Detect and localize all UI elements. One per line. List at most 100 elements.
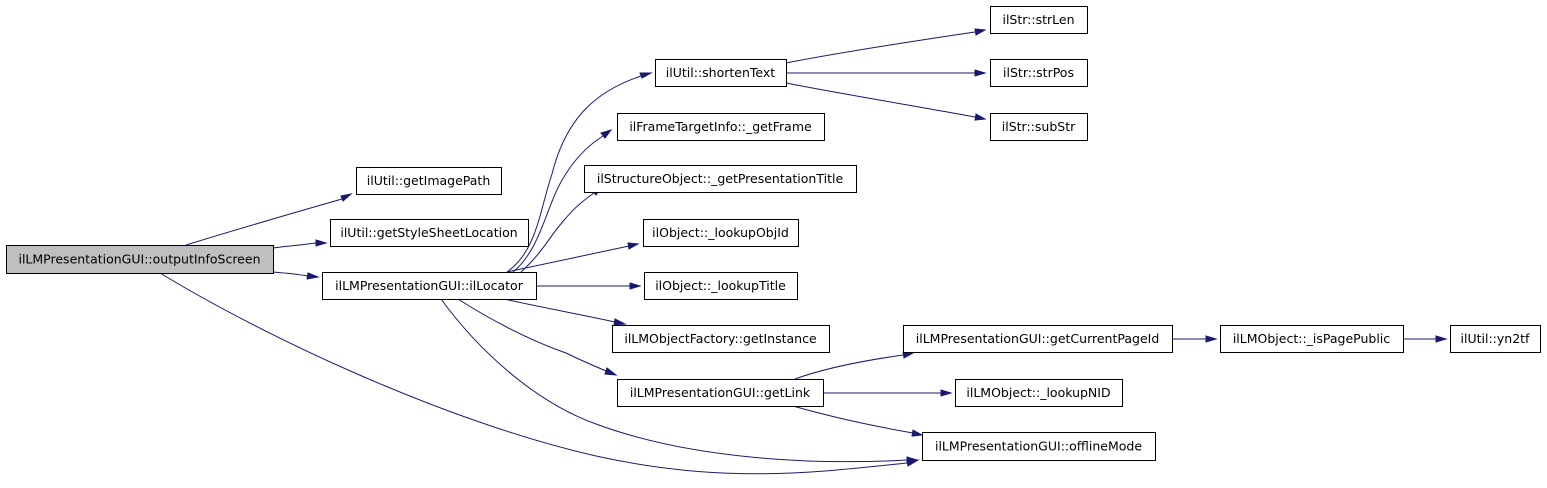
node-box[interactable]	[990, 113, 1088, 141]
node-label: ilLMPresentationGUI::getCurrentPageId	[916, 331, 1160, 346]
node-label: ilLMPresentationGUI::outputInfoScreen	[18, 252, 260, 267]
node-box[interactable]	[922, 432, 1156, 461]
edge-line	[785, 31, 976, 64]
node-box[interactable]	[356, 167, 502, 195]
node-label: ilUtil::getImagePath	[367, 173, 491, 188]
edge-line	[520, 192, 595, 273]
node-label: ilStructureObject::_getPresentationTitle	[597, 171, 844, 186]
node-getPresentationTitle[interactable]: ilStructureObject::_getPresentationTitle	[584, 165, 857, 193]
arrowhead-icon	[627, 242, 640, 250]
node-box[interactable]	[322, 272, 537, 300]
node-offlineMode[interactable]: ilLMPresentationGUI::offlineMode	[922, 432, 1156, 461]
node-label: ilStr::strPos	[1003, 65, 1074, 80]
arrowhead-icon	[974, 69, 987, 77]
node-label: ilStr::subStr	[1002, 119, 1076, 134]
arrowhead-icon	[911, 429, 924, 437]
node-box[interactable]	[612, 325, 830, 353]
node-lookupObjId[interactable]: ilObject::_lookupObjId	[643, 219, 799, 247]
node-lookupTitle[interactable]: ilObject::_lookupTitle	[644, 272, 798, 300]
node-getFrame[interactable]: ilFrameTargetInfo::_getFrame	[617, 113, 825, 141]
node-box[interactable]	[990, 59, 1088, 87]
node-box[interactable]	[330, 219, 529, 247]
node-yn2tf[interactable]: ilUtil::yn2tf	[1450, 325, 1541, 353]
node-getImagePath[interactable]: ilUtil::getImagePath	[356, 167, 502, 195]
arrowhead-icon	[1205, 335, 1218, 343]
edge-outputInfoScreen-to-ilLocator	[272, 271, 320, 280]
edge-line	[794, 354, 904, 380]
edge-ilLocator-to-lookupTitle	[535, 282, 642, 290]
edge-outputInfoScreen-to-offlineMode	[159, 272, 920, 475]
node-getInstance[interactable]: ilLMObjectFactory::getInstance	[612, 325, 830, 353]
edge-getLink-to-getCurrentPageId	[794, 351, 915, 380]
node-box[interactable]	[643, 219, 799, 247]
node-getStyleSheetLocation[interactable]: ilUtil::getStyleSheetLocation	[330, 219, 529, 247]
nodes-layer: ilLMPresentationGUI::outputInfoScreenilU…	[6, 6, 1541, 461]
node-label: ilLMObject::_lookupNID	[966, 385, 1110, 400]
node-label: ilStr::strLen	[1002, 12, 1074, 27]
node-label: ilObject::_lookupObjId	[652, 225, 789, 240]
node-strPos[interactable]: ilStr::strPos	[990, 59, 1088, 87]
node-outputInfoScreen[interactable]: ilLMPresentationGUI::outputInfoScreen	[6, 245, 274, 274]
arrowhead-icon	[1435, 335, 1448, 343]
edge-shortenText-to-subStr	[785, 82, 987, 121]
edge-ilLocator-to-lookupObjId	[506, 242, 640, 273]
node-label: ilFrameTargetInfo::_getFrame	[629, 119, 812, 134]
arrowhead-icon	[639, 72, 653, 79]
edges-layer	[159, 28, 1448, 475]
edge-ilLocator-to-getInstance	[503, 298, 627, 326]
arrowhead-icon	[974, 28, 987, 36]
node-box[interactable]	[644, 272, 798, 300]
node-box[interactable]	[1220, 325, 1404, 353]
node-box[interactable]	[584, 165, 857, 193]
edge-getCurrentPageId-to-isPagePublic	[1172, 335, 1218, 343]
edge-ilLocator-to-shortenText	[506, 72, 653, 273]
node-label: ilUtil::shortenText	[666, 65, 775, 80]
edge-line	[785, 82, 976, 118]
arrowhead-icon	[940, 389, 953, 397]
node-shortenText[interactable]: ilUtil::shortenText	[655, 59, 787, 87]
node-box[interactable]	[990, 6, 1088, 34]
edge-line	[272, 271, 309, 277]
node-label: ilObject::_lookupTitle	[655, 278, 786, 293]
node-getLink[interactable]: ilLMPresentationGUI::getLink	[617, 379, 824, 407]
node-getCurrentPageId[interactable]: ilLMPresentationGUI::getCurrentPageId	[903, 325, 1173, 353]
arrowhead-icon	[604, 367, 618, 376]
node-label: ilLMPresentationGUI::ilLocator	[335, 278, 524, 293]
node-label: ilLMPresentationGUI::getLink	[630, 385, 811, 400]
node-subStr[interactable]: ilStr::subStr	[990, 113, 1088, 141]
edge-ilLocator-to-getPresentationTitle	[520, 186, 603, 273]
edge-line	[457, 298, 607, 372]
node-box[interactable]	[1450, 325, 1541, 353]
node-ilLocator[interactable]: ilLMPresentationGUI::ilLocator	[322, 272, 537, 300]
arrowhead-icon	[974, 113, 987, 121]
node-box[interactable]	[617, 379, 824, 407]
edge-outputInfoScreen-to-getStyleSheetLocation	[272, 239, 328, 249]
edge-line	[506, 245, 630, 273]
node-label: ilLMPresentationGUI::offlineMode	[935, 439, 1142, 454]
edge-line	[440, 298, 908, 463]
edge-getLink-to-offlineMode	[792, 405, 924, 437]
edge-line	[503, 298, 616, 323]
edge-ilLocator-to-offlineMode	[440, 298, 919, 464]
edge-getLink-to-lookupNID	[823, 389, 953, 397]
edge-shortenText-to-strPos	[786, 69, 987, 77]
node-isPagePublic[interactable]: ilLMObject::_isPagePublic	[1220, 325, 1404, 353]
node-box[interactable]	[955, 379, 1123, 407]
arrowhead-icon	[340, 193, 353, 202]
node-box[interactable]	[903, 325, 1173, 353]
edge-ilLocator-to-getLink	[457, 298, 618, 376]
node-lookupNID[interactable]: ilLMObject::_lookupNID	[955, 379, 1123, 407]
node-box[interactable]	[6, 245, 274, 274]
node-box[interactable]	[655, 59, 787, 87]
edge-line	[512, 135, 604, 273]
arrowhead-icon	[906, 456, 919, 464]
edge-line	[792, 405, 914, 434]
arrowhead-icon	[306, 272, 320, 280]
node-label: ilLMObjectFactory::getInstance	[624, 331, 817, 346]
edge-outputInfoScreen-to-getImagePath	[185, 193, 353, 246]
arrowhead-icon	[629, 282, 642, 290]
node-strLen[interactable]: ilStr::strLen	[990, 6, 1088, 34]
node-box[interactable]	[617, 113, 825, 141]
edge-isPagePublic-to-yn2tf	[1403, 335, 1448, 343]
node-label: ilLMObject::_isPagePublic	[1233, 331, 1390, 346]
